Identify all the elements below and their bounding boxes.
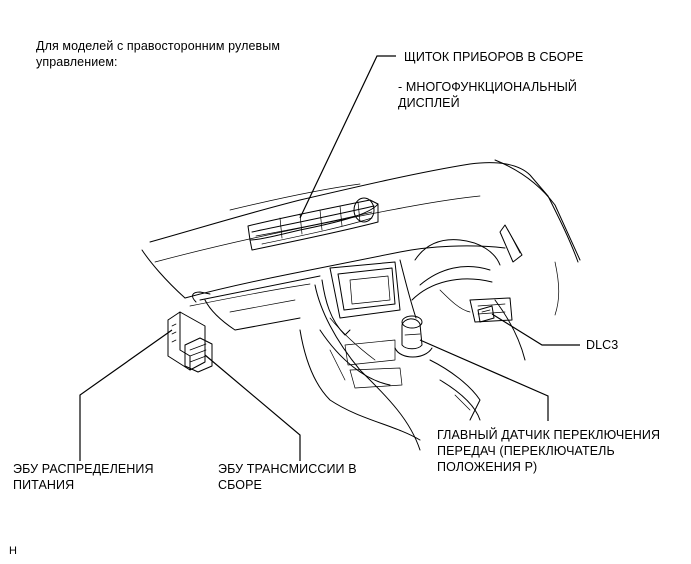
label-multi-display: - МНОГОФУНКЦИОНАЛЬНЫЙ ДИСПЛЕЙ [398, 80, 577, 110]
dlc3-connector [477, 305, 495, 323]
label-dlc3: DLC3 [586, 338, 619, 352]
center-stack [314, 259, 421, 451]
shift-lever [394, 315, 433, 358]
transmission-ecu-shape [184, 337, 213, 373]
label-transmission-ecu: ЭБУ ТРАНСМИССИИ В СБОРЕ [218, 462, 357, 492]
front-seats [299, 329, 481, 441]
label-power-distribution-ecu: ЭБУ РАСПРЕДЕЛЕНИЯ ПИТАНИЯ [13, 462, 154, 492]
left-panel [192, 291, 301, 331]
dashboard-outline [141, 159, 581, 316]
rhd-note: Для моделей с правосторонним рулевым упр… [36, 39, 281, 69]
steering-wheel [411, 239, 526, 361]
combination-meter-shape [247, 197, 379, 251]
label-combination-meter: ЩИТОК ПРИБОРОВ В СБОРЕ [404, 50, 584, 64]
label-shift-sensor: ГЛАВНЫЙ ДАТЧИК ПЕРЕКЛЮЧЕНИЯ ПЕРЕДАЧ (ПЕР… [437, 428, 661, 474]
leader-lines [79, 55, 580, 461]
power-distribution-ecu-shape [167, 311, 206, 371]
figure-code: H [9, 545, 18, 557]
